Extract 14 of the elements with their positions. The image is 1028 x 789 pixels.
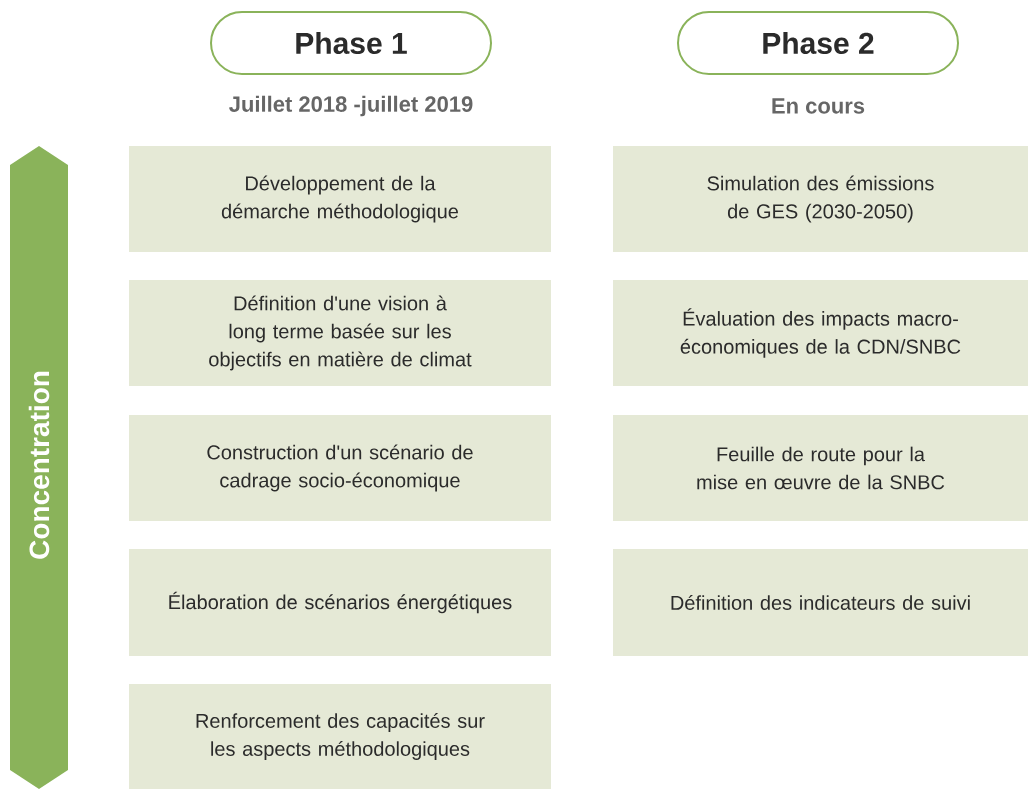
phase-subtitle: Juillet 2018 -juillet 2019: [229, 95, 473, 117]
task-box: Feuille de route pour la mise en œuvre de la SNBC: [613, 415, 1028, 521]
task-box: Simulation des émissions de GES (2030-2050): [613, 146, 1028, 252]
task-box: Définition d'une vision à long terme basée sur les objectifs en matière de climat: [129, 280, 551, 386]
task-box: Évaluation des impacts macro-économiques de la CDN/SNBC: [613, 280, 1028, 386]
task-box: Renforcement des capacités sur les aspects méthodologiques: [129, 684, 551, 789]
task-box: Construction d'un scénario de cadrage socio-économique: [129, 415, 551, 521]
task-box: Définition des indicateurs de suivi: [613, 549, 1028, 656]
task-box: Développement de la démarche méthodologique: [129, 146, 551, 252]
phase-pill: Phase 2: [677, 11, 959, 75]
phase-pill: Phase 1: [210, 11, 492, 75]
double-arrow-band: Concentration: [10, 146, 68, 789]
phase-subtitle: En cours: [772, 98, 865, 114]
task-box: Élaboration de scénarios énergétiques: [129, 549, 551, 656]
